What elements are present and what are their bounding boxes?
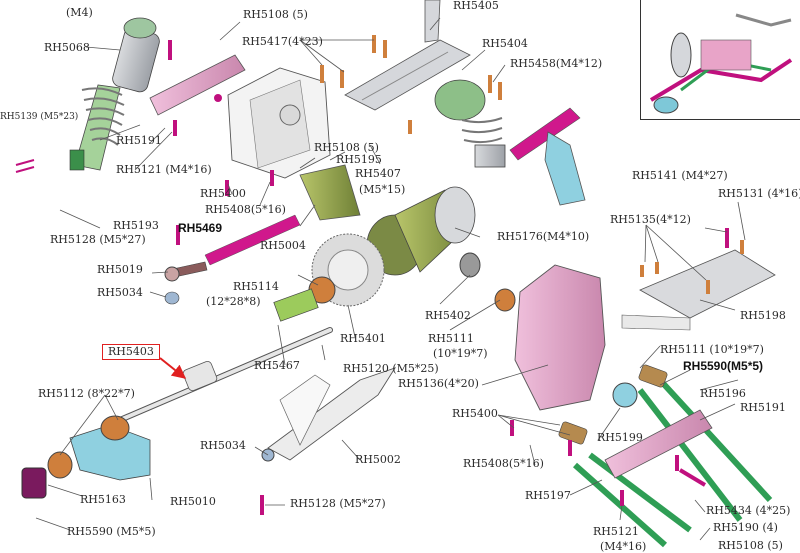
label-m4-top: (M4) <box>66 6 93 19</box>
label-rh5139: RH5139 (M5*23) <box>0 112 79 122</box>
label-rh5191-right: RH5191 <box>740 401 786 414</box>
label-rh5120: RH5120 (M5*25) <box>343 362 439 375</box>
label-rh5135: RH5135(4*12) <box>610 213 691 226</box>
label-rh5407: RH5407 <box>355 167 401 180</box>
label-rh5128-bottom: RH5128 (M5*27) <box>290 497 386 510</box>
label-rh5108-bottom: RH5108 (5) <box>718 539 783 552</box>
label-m4x16-bottom: (M4*16) <box>600 540 647 553</box>
screws <box>15 40 729 515</box>
label-rh5199: RH5199 <box>597 431 643 444</box>
label-rh5136: RH5136(4*20) <box>398 377 479 390</box>
label-rh5434: RH5434 (4*25) <box>706 504 791 517</box>
label-rh5408-top: RH5408(5*16) <box>205 203 286 216</box>
label-rh5128-left: RH5128 (M5*27) <box>50 233 146 246</box>
label-rh5590-bottom: RH5590 (M5*5) <box>67 525 156 538</box>
steering-knuckle <box>21 415 151 499</box>
label-rh5010: RH5010 <box>170 495 216 508</box>
label-rh5191-left: RH5191 <box>116 134 162 147</box>
label-rh5417: RH5417(4*23) <box>242 35 323 48</box>
label-rh5108-top: RH5108 (5) <box>243 8 308 21</box>
label-rh5034-left: RH5034 <box>97 286 143 299</box>
label-rh5400-bottom: RH5400 <box>452 407 498 420</box>
label-rh5404: RH5404 <box>482 37 528 50</box>
assembled-model-inset <box>640 0 800 120</box>
label-rh5197: RH5197 <box>525 489 571 502</box>
gearbox-housing-top <box>227 67 331 179</box>
label-rh5176: RH5176(M4*10) <box>497 230 590 243</box>
bearing-and-axle <box>273 276 336 322</box>
label-rh5190: RH5190 (4) <box>713 521 778 534</box>
label-m5x15: (M5*15) <box>359 183 406 196</box>
label-rh5068: RH5068 <box>44 41 90 54</box>
label-rh5114: RH5114 <box>233 280 279 293</box>
right-gearbox <box>459 252 606 411</box>
chassis-plate <box>344 0 471 111</box>
label-rh5402: RH5402 <box>425 309 471 322</box>
leader-lines <box>35 17 746 541</box>
label-rh5467: RH5467 <box>254 359 300 372</box>
label-rh5002: RH5002 <box>355 453 401 466</box>
label-rh5121-left: RH5121 (M4*16) <box>116 163 212 176</box>
long-drive-shaft <box>117 327 333 423</box>
label-rh5034-bottom: RH5034 <box>200 439 246 452</box>
label-rh5131: RH5131 (4*16) <box>718 187 800 200</box>
label-rh5458: RH5458(M4*12) <box>510 57 603 70</box>
inset-model-image <box>649 13 793 114</box>
copper-screws <box>320 35 744 294</box>
right-shock-absorber <box>434 79 506 168</box>
drive-shaft <box>204 214 301 266</box>
label-rh5141: RH5141 (M4*27) <box>632 169 728 182</box>
label-rh5195: RH5195 <box>336 153 382 166</box>
magenta-steering-link <box>509 107 586 206</box>
label-size-10x19x7: (10*19*7) <box>433 347 488 360</box>
label-size-12x28x8: (12*28*8) <box>206 295 261 308</box>
bulkhead-mount <box>299 164 361 221</box>
label-rh5193: RH5193 <box>113 219 159 232</box>
label-rh5405: RH5405 <box>453 0 499 12</box>
left-pink-link <box>149 54 246 116</box>
label-rh5400-top: RH5400 <box>200 187 246 200</box>
label-rh5111-right: RH5111 (10*19*7) <box>660 343 764 356</box>
label-rh5408-bottom: RH5408(5*16) <box>463 457 544 470</box>
label-rh5196: RH5196 <box>700 387 746 400</box>
label-rh5121-bottom: RH5121 <box>593 525 639 538</box>
label-rh5403-callout: RH5403 <box>102 344 160 360</box>
callout-arrow <box>159 357 187 379</box>
label-rh5198: RH5198 <box>740 309 786 322</box>
label-rh5108-mid: RH5108 (5) <box>314 141 379 154</box>
lower-a-arm <box>261 367 397 462</box>
label-rh5019: RH5019 <box>97 263 143 276</box>
label-rh5469: RH5469 <box>178 221 223 235</box>
label-rh5004: RH5004 <box>260 239 306 252</box>
label-rh5590-right: RH5590(M5*5) <box>683 359 764 373</box>
label-rh5111-mid: RH5111 <box>428 332 474 345</box>
label-rh5112: RH5112 (8*22*7) <box>38 387 135 400</box>
label-rh5401: RH5401 <box>340 332 386 345</box>
label-rh5163: RH5163 <box>80 493 126 506</box>
left-shock-absorber <box>69 17 160 171</box>
rod-end <box>164 261 208 305</box>
